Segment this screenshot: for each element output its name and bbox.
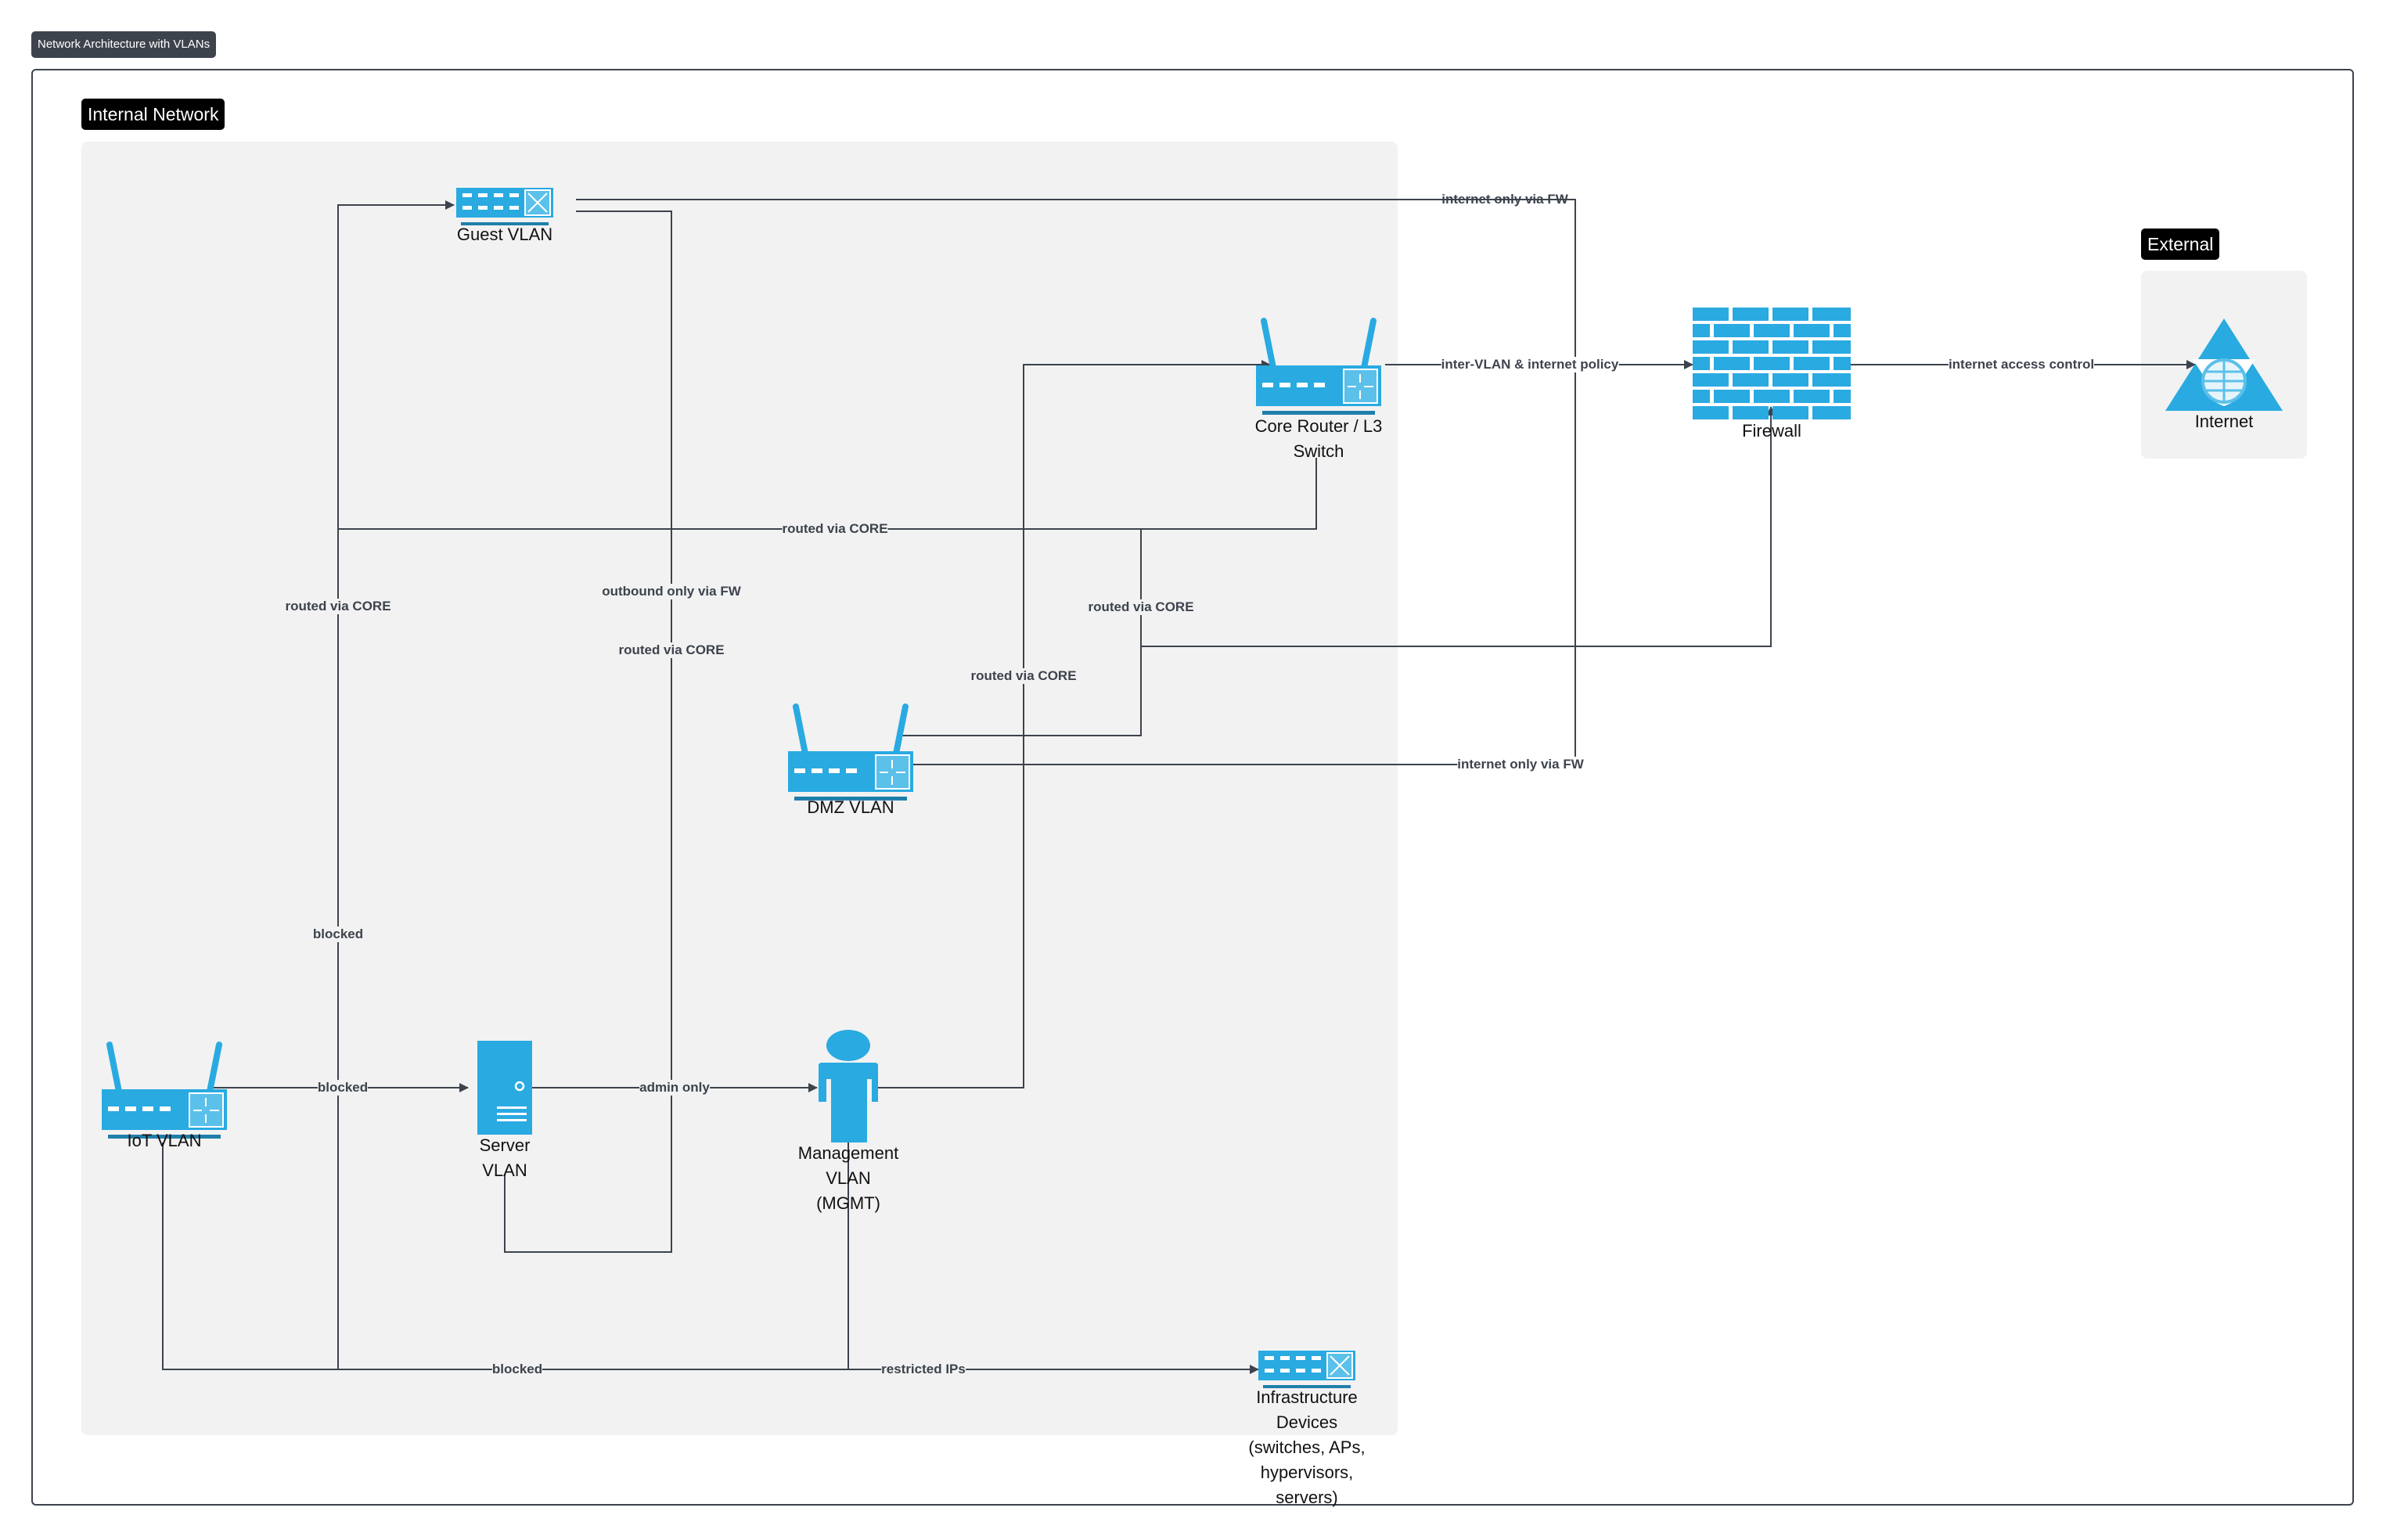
edge-label: blocked — [317, 1080, 369, 1096]
node-internet[interactable]: Internet — [2165, 318, 2283, 431]
edge-label: restricted IPs — [881, 1362, 966, 1377]
node-label-line: Infrastructure — [1256, 1387, 1358, 1407]
node-dmz-vlan[interactable]: DMZ VLAN — [788, 703, 913, 817]
node-label: Guest VLAN — [456, 225, 553, 244]
node-firewall[interactable]: Firewall — [1693, 308, 1851, 441]
edge-label: internet only via FW — [1457, 757, 1584, 772]
edge-guest-server — [504, 210, 672, 1253]
node-label: DMZ VLAN — [807, 797, 894, 817]
edge-label: admin only — [639, 1080, 710, 1096]
edge-label: internet access control — [1948, 357, 2095, 372]
node-label-line: VLAN — [826, 1168, 871, 1188]
node-label-line: servers) — [1276, 1488, 1338, 1507]
edge-label: routed via CORE — [285, 599, 391, 614]
edge-label: routed via CORE — [782, 521, 888, 537]
node-label: Management VLAN (MGMT) — [770, 1141, 927, 1216]
edge-label: routed via CORE — [970, 668, 1077, 684]
edge-dmz-firewall — [1141, 406, 1776, 647]
diagram-title: Network Architecture with VLANs — [31, 31, 217, 58]
diagram-frame — [31, 69, 2354, 1506]
node-label: Firewall — [1742, 421, 1801, 441]
group-label-external: External — [2141, 228, 2220, 260]
node-infrastructure-devices[interactable]: Infrastructure Devices (switches, APs, h… — [1248, 1351, 1366, 1507]
internet-icon — [2165, 318, 2283, 411]
node-label-line: Switch — [1293, 441, 1344, 461]
edge-core-guest — [337, 200, 1317, 530]
node-label: IoT VLAN — [127, 1131, 202, 1150]
node-label-line: Management — [797, 1143, 899, 1163]
group-internal-network — [81, 142, 1398, 1435]
node-label: Infrastructure Devices (switches, APs, h… — [1229, 1385, 1385, 1510]
node-label-line: (switches, APs, — [1248, 1437, 1366, 1457]
node-label-line: VLAN — [482, 1160, 527, 1180]
node-management-vlan[interactable]: Management VLAN (MGMT) — [798, 1030, 898, 1213]
edge-label: blocked — [491, 1362, 543, 1377]
node-core-router[interactable]: Core Router / L3 Switch — [1255, 317, 1382, 461]
node-label-line: hypervisors, — [1260, 1463, 1354, 1482]
edge-label: outbound only via FW — [602, 584, 741, 599]
edge-guest-firewall — [576, 199, 1576, 767]
server-icon — [477, 1041, 532, 1135]
node-label-line: Server — [479, 1135, 531, 1155]
edge-core-dmz — [900, 529, 1142, 736]
router-icon — [788, 703, 913, 801]
firewall-icon — [1693, 308, 1851, 419]
edge-mgmt-core — [876, 360, 1271, 1088]
edge-label: blocked — [312, 927, 364, 942]
edge-label: inter-VLAN & internet policy — [1441, 357, 1619, 372]
node-iot-vlan[interactable]: IoT VLAN — [102, 1041, 227, 1150]
user-icon — [819, 1030, 878, 1142]
edge-label: internet only via FW — [1441, 192, 1568, 207]
edge-label: routed via CORE — [1088, 599, 1194, 615]
node-label-line: Devices — [1276, 1412, 1338, 1432]
edge-label: routed via CORE — [618, 642, 725, 658]
node-label-line: (MGMT) — [816, 1193, 880, 1213]
node-label: Server VLAN — [426, 1133, 583, 1183]
router-icon — [102, 1042, 227, 1139]
group-label-internal: Internal Network — [81, 99, 225, 130]
node-label-line: Core Router / L3 — [1254, 416, 1383, 436]
router-icon — [1256, 318, 1381, 415]
switch-icon — [1258, 1351, 1355, 1388]
node-label: Core Router / L3 Switch — [1240, 414, 1397, 464]
switch-icon — [456, 188, 553, 225]
node-server-vlan[interactable]: Server VLAN — [477, 1041, 534, 1180]
node-guest-vlan[interactable]: Guest VLAN — [456, 188, 553, 244]
node-label: Internet — [2194, 412, 2254, 431]
